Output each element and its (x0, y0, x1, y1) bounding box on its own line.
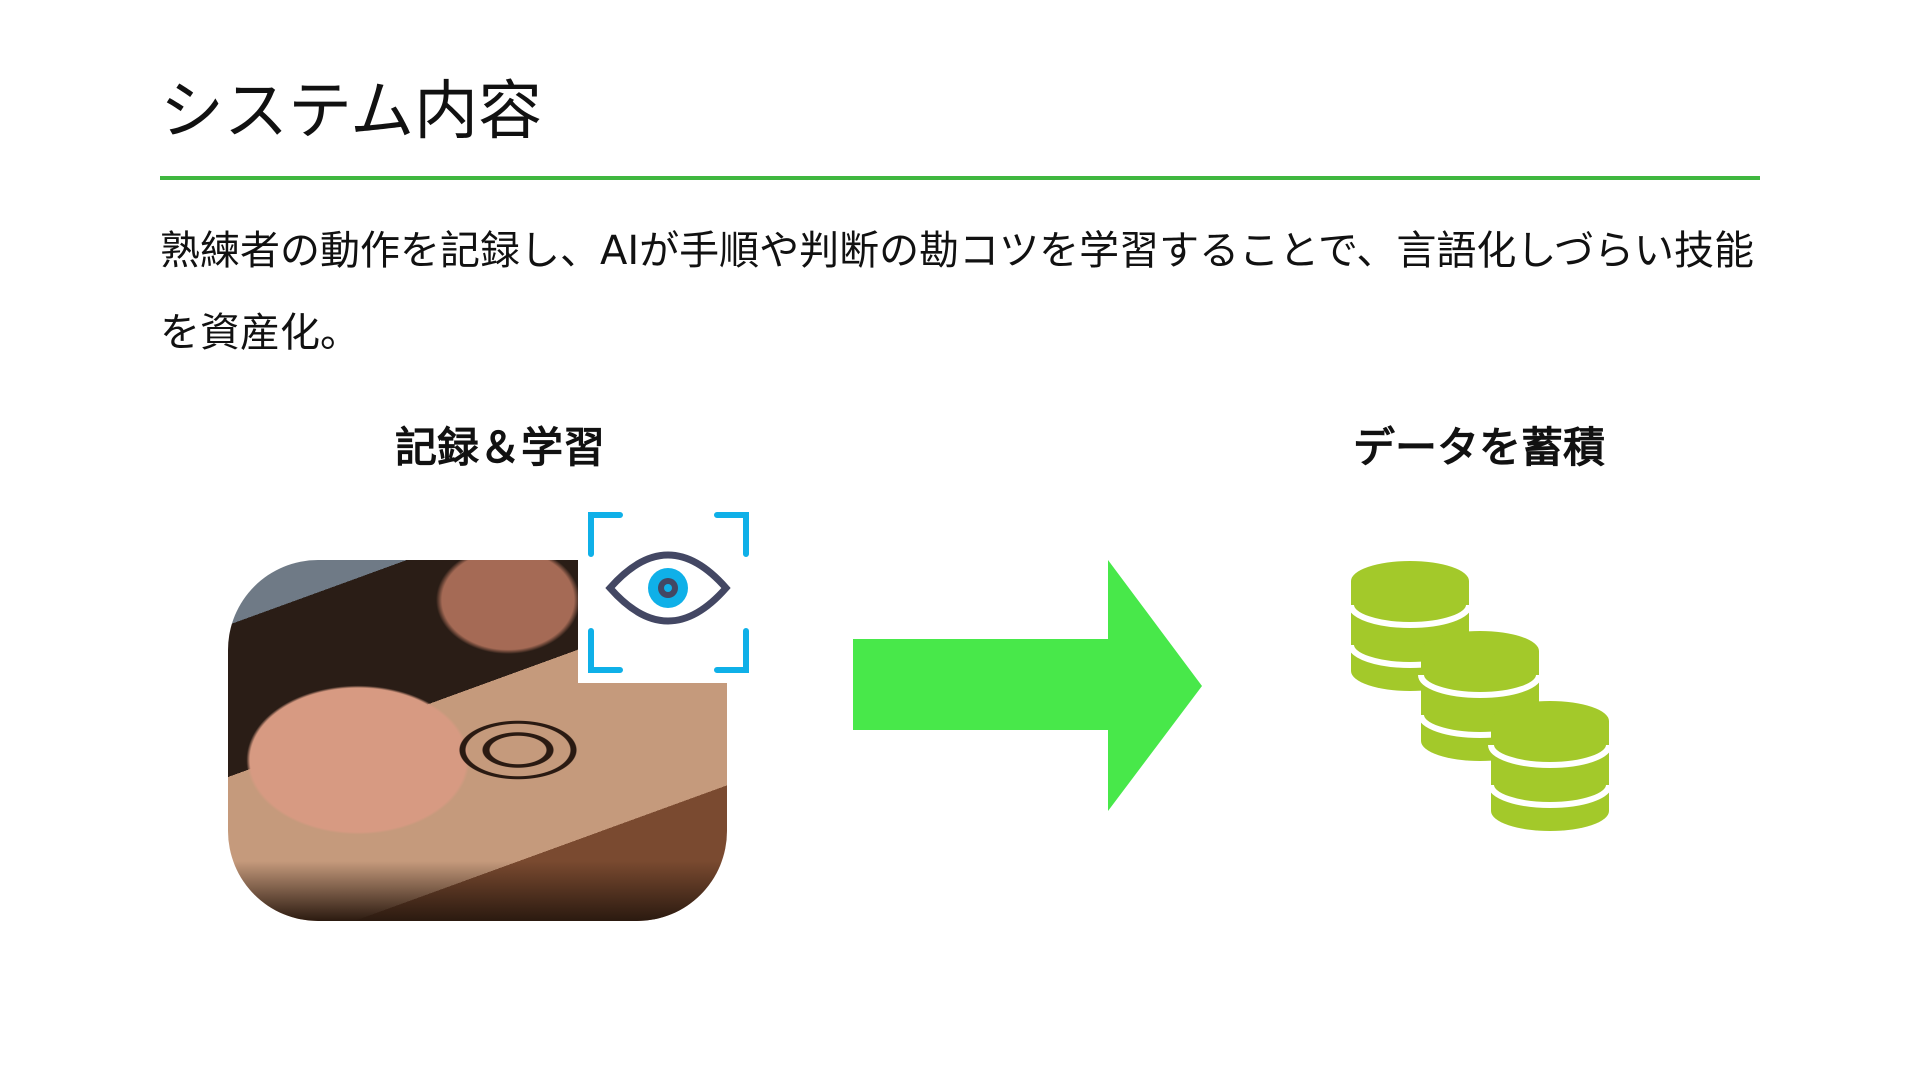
page-title: システム内容 (160, 75, 543, 149)
left-heading: 記録＆学習 (394, 423, 606, 472)
description-text: 熟練者の動作を記録し、AIが手順や判断の勘コツを学習することで、言語化しづらい技… (160, 228, 1754, 356)
title-divider (160, 176, 1760, 180)
database-stack-icon (1351, 561, 1611, 845)
eye-scan-icon (578, 502, 759, 683)
right-heading: データを蓄積 (1352, 423, 1606, 472)
right-arrow-icon (853, 560, 1203, 816)
